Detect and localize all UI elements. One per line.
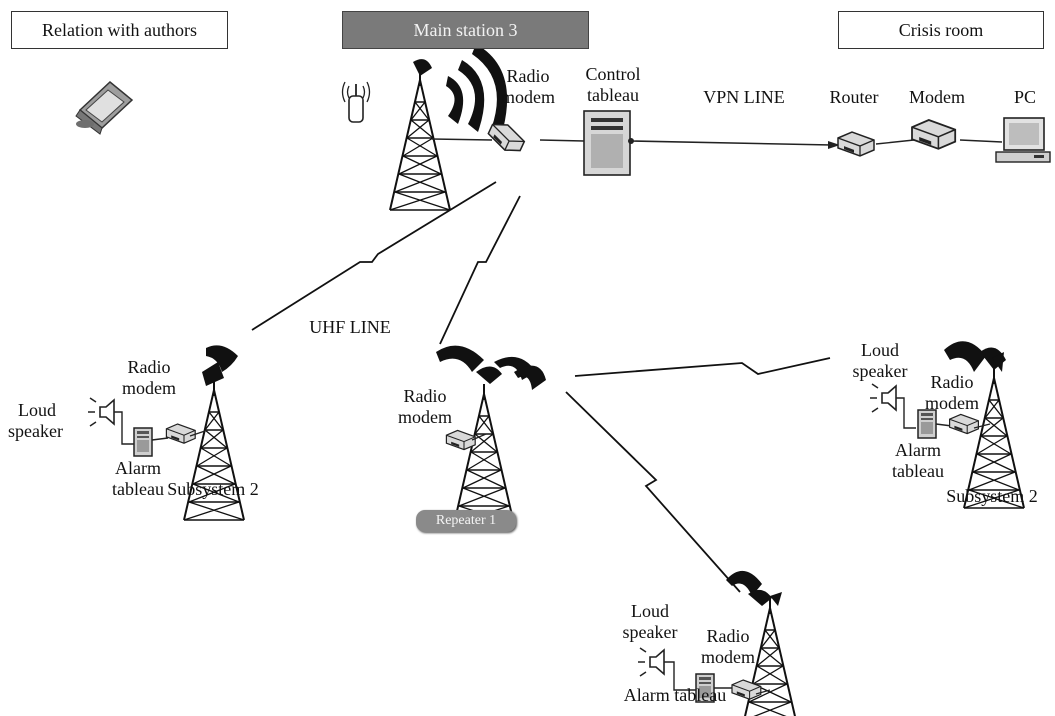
right-radio-modem-icon (949, 413, 980, 435)
bottom-speaker-icon (637, 647, 665, 677)
right-loud-speaker-line-2: speaker (852, 361, 908, 381)
repeater-badge: Repeater 1 (416, 510, 516, 532)
pc-label: PC (1013, 87, 1037, 107)
left-subsystem-name: Subsystem 2 (167, 479, 259, 499)
right-alarm-tableau-label: Alarm tableau (882, 440, 954, 482)
repeater-radio-modem-label: Radio modem (395, 386, 455, 428)
left-alarm-tableau-line-2: tableau (112, 479, 164, 499)
mobile-phone-icon (75, 81, 134, 135)
right-loud-speaker-label: Loud speaker (846, 340, 914, 382)
left-antenna-icon (202, 345, 238, 386)
control-tableau-label: Control tableau (573, 64, 653, 106)
left-loud-speaker-label: Loud speaker (8, 400, 80, 442)
right-radio-modem-line-2: modem (925, 393, 979, 413)
uhf-line-label: UHF LINE (309, 317, 391, 337)
handheld-radio-icon (341, 81, 371, 123)
right-alarm-tableau-line-1: Alarm (895, 440, 941, 460)
left-alarm-tableau-line-1: Alarm (115, 458, 161, 478)
modem-label: Modem (909, 87, 965, 107)
repeater-radio-modem-line-1: Radio (403, 386, 447, 406)
main-radio-modem-line-1: Radio (506, 66, 550, 86)
vpn-line-label: VPN LINE (703, 87, 785, 107)
right-radio-modem-line-1: Radio (930, 372, 974, 392)
repeater-antenna-icon (436, 345, 546, 390)
repeater-radio-modem-icon (445, 429, 476, 451)
authors-relation-box: Relation with authors (11, 11, 228, 49)
right-alarm-tableau-icon (917, 409, 937, 439)
main-radio-modem-line-2: modem (501, 87, 555, 107)
left-alarm-tableau-label: Alarm tableau (102, 458, 174, 500)
uhf-links (251, 181, 831, 593)
right-antenna-icon (944, 341, 1006, 372)
left-alarm-tableau-icon (133, 427, 153, 457)
left-radio-modem-icon (165, 423, 196, 444)
bottom-radio-modem-line-2: modem (701, 647, 755, 667)
router-icon (837, 131, 875, 157)
control-tableau-line-2: tableau (587, 85, 639, 105)
main-radio-modem-icon (484, 118, 529, 157)
right-loud-speaker-line-1: Loud (861, 340, 899, 360)
bottom-loud-speaker-label: Loud speaker (615, 601, 685, 643)
bottom-radio-modem-line-1: Radio (706, 626, 750, 646)
crisis-modem-icon (911, 119, 957, 150)
main-station-box: Main station 3 (342, 11, 589, 49)
left-loud-speaker-line-1: Loud (18, 400, 56, 420)
main-radio-modem-label: Radio modem (498, 66, 558, 108)
right-speaker-icon (869, 383, 897, 413)
main-tower-icon (389, 69, 451, 211)
bottom-loud-speaker-line-2: speaker (622, 622, 678, 642)
crisis-room-box: Crisis room (838, 11, 1044, 49)
pc-icon (995, 117, 1051, 163)
router-label: Router (829, 87, 879, 107)
main-station-label: Main station 3 (413, 19, 518, 40)
right-radio-modem-label: Radio modem (920, 372, 984, 414)
left-radio-modem-label: Radio modem (118, 357, 180, 399)
bottom-antenna-icon (726, 570, 782, 606)
main-tower-antenna-icon (413, 44, 508, 140)
authors-relation-label: Relation with authors (42, 19, 197, 40)
right-alarm-tableau-line-2: tableau (892, 461, 944, 481)
control-tableau-line-1: Control (585, 64, 641, 84)
bottom-loud-speaker-line-1: Loud (631, 601, 669, 621)
crisis-room-label: Crisis room (898, 19, 984, 40)
control-tableau-icon (583, 110, 631, 176)
left-speaker-icon (87, 397, 115, 427)
left-radio-modem-line-1: Radio (127, 357, 171, 377)
repeater-radio-modem-line-2: modem (398, 407, 452, 427)
left-loud-speaker-line-2: speaker (8, 421, 63, 441)
bottom-alarm-tableau-label: Alarm tableau (623, 685, 727, 705)
repeater-tower-icon (453, 383, 515, 525)
bottom-radio-modem-label: Radio modem (696, 626, 760, 668)
left-radio-modem-line-2: modem (122, 378, 176, 398)
repeater-badge-label: Repeater 1 (435, 513, 497, 528)
right-subsystem-name: Subsystem 2 (946, 486, 1038, 506)
